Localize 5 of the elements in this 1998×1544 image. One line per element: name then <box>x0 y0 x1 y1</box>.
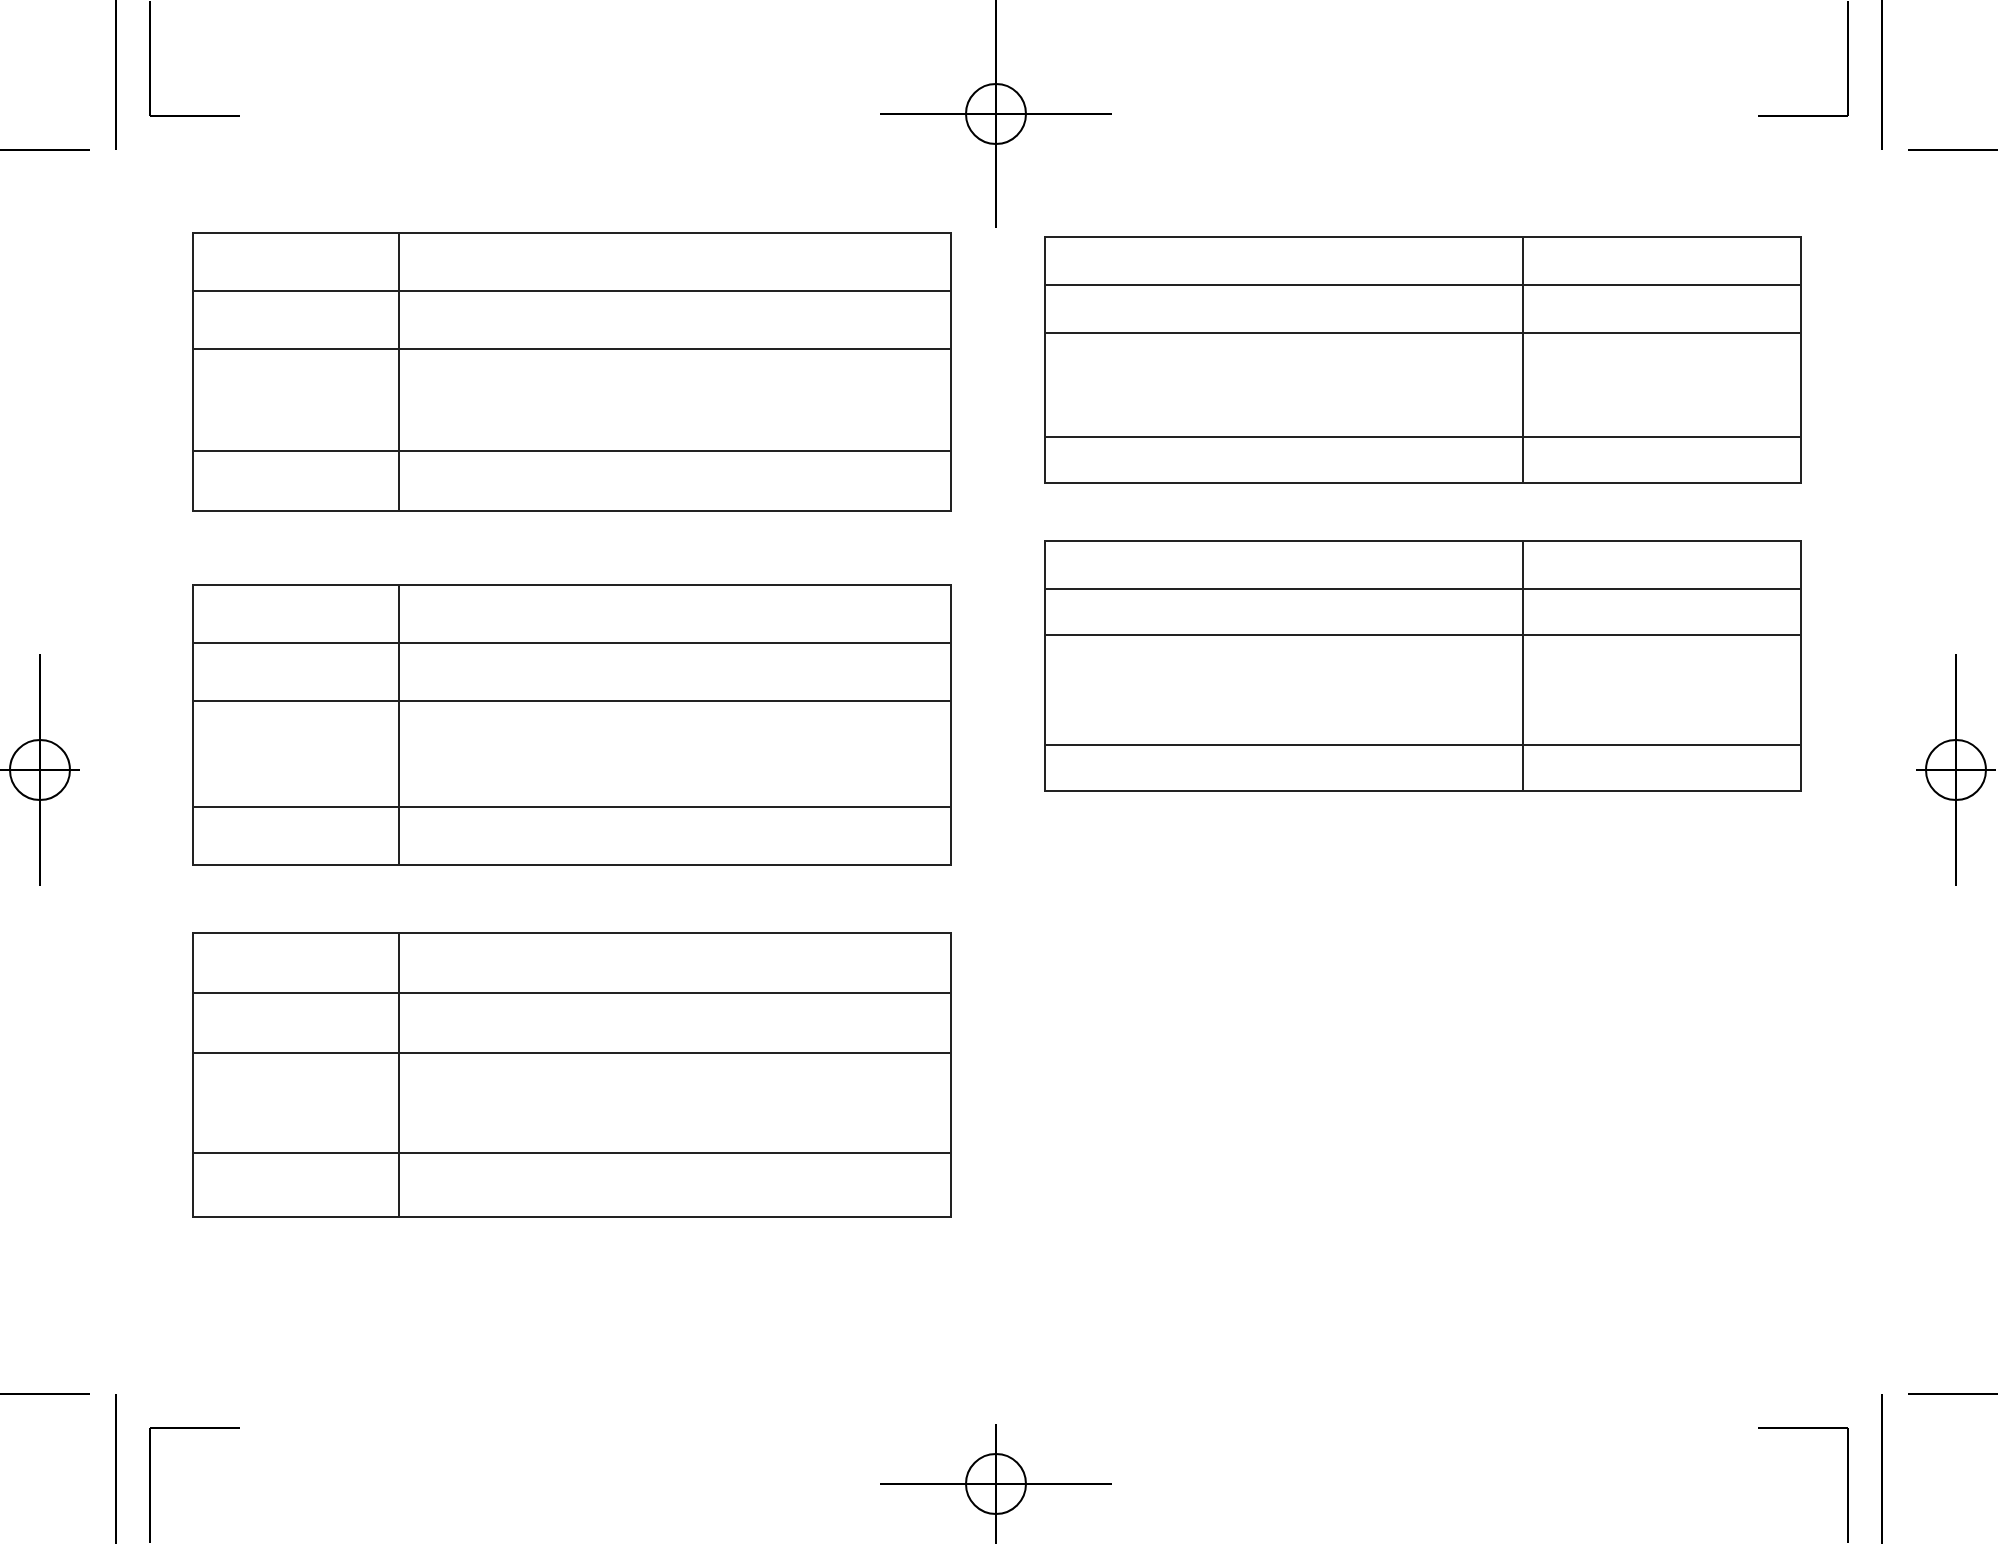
empty-table <box>1044 236 1802 484</box>
empty-table <box>1044 540 1802 792</box>
empty-table <box>192 932 952 1218</box>
empty-table <box>192 232 952 512</box>
empty-table <box>192 584 952 866</box>
